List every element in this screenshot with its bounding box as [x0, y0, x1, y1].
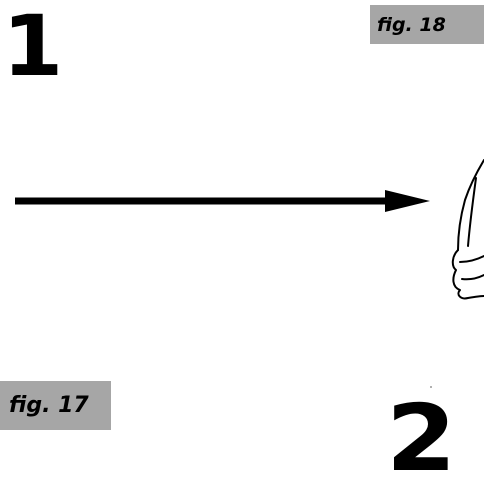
speck-mark: [430, 386, 432, 388]
step-number-1: 1: [2, 0, 63, 95]
sketch-finger-2: [461, 274, 484, 281]
figure-label-17: fig. 17: [0, 381, 111, 430]
step-number-2: 2: [386, 385, 456, 492]
hand-sketch-icon: [451, 159, 484, 300]
sketch-finger-1: [459, 255, 484, 263]
sketch-knuckles: [451, 249, 484, 300]
arrow-right-icon: [15, 190, 430, 212]
arrow-head: [385, 190, 430, 212]
figure-label-18: fig. 18: [370, 5, 484, 44]
figure-label-18-text: fig. 18: [377, 13, 446, 36]
sketch-inner-line: [467, 177, 477, 247]
diagram-canvas: [15, 159, 484, 388]
sketch-outline-top: [457, 159, 484, 251]
figure-label-17-text: fig. 17: [9, 393, 89, 418]
